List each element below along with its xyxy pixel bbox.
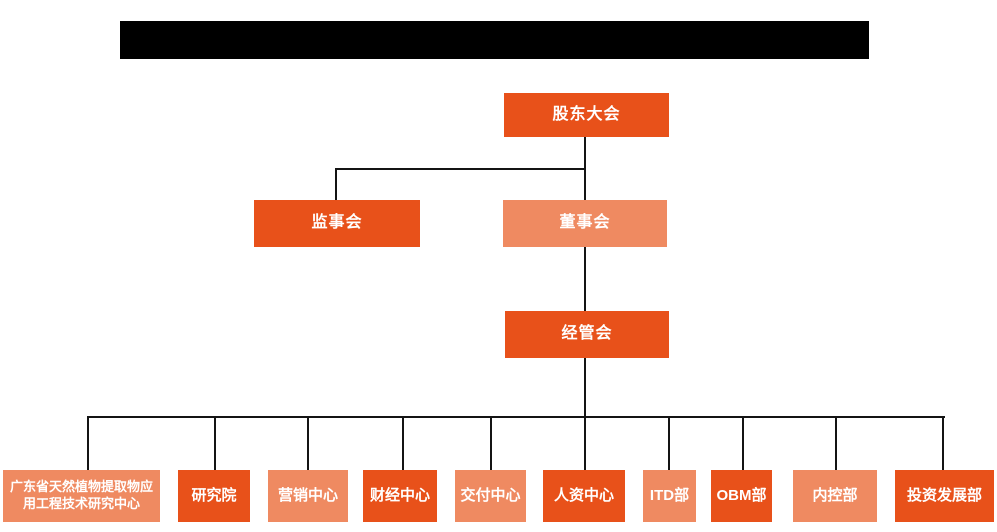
org-node-board-of-directors: 董事会	[503, 200, 667, 247]
connector-dept-drop	[402, 416, 404, 470]
org-node-supervisory-board: 监事会	[254, 200, 420, 247]
org-node-dept-research-institute: 研究院	[178, 470, 250, 522]
org-node-dept-research-center: 广东省天然植物提取物应用工程技术研究中心	[3, 470, 160, 522]
redacted-title-bar	[120, 21, 869, 59]
connector-dept-drop	[584, 416, 586, 470]
org-node-dept-delivery-center: 交付中心	[455, 470, 526, 522]
org-node-dept-itd: ITD部	[643, 470, 696, 522]
org-node-dept-obm: OBM部	[711, 470, 772, 522]
org-node-dept-hr-center: 人资中心	[543, 470, 625, 522]
org-node-management-committee: 经管会	[505, 311, 669, 358]
connector-dept-drop	[742, 416, 744, 470]
connector-management-down	[584, 358, 586, 417]
connector-dept-drop	[490, 416, 492, 470]
org-node-dept-finance-center: 财经中心	[363, 470, 437, 522]
connector-dept-drop	[214, 416, 216, 470]
org-node-shareholders-meeting: 股东大会	[504, 93, 669, 137]
connector-dept-drop	[668, 416, 670, 470]
org-node-dept-marketing-center: 营销中心	[268, 470, 348, 522]
connector-board-management	[584, 247, 586, 311]
connector-dept-drop	[942, 416, 944, 470]
connector-departments-horizontal	[87, 416, 945, 418]
connector-dept-drop	[87, 416, 89, 470]
org-node-dept-internal-control: 内控部	[793, 470, 877, 522]
org-node-dept-investment-development: 投资发展部	[895, 470, 994, 522]
connector-supervisory-drop	[335, 168, 337, 200]
connector-level2-horizontal	[335, 168, 586, 170]
connector-dept-drop	[307, 416, 309, 470]
connector-dept-drop	[835, 416, 837, 470]
